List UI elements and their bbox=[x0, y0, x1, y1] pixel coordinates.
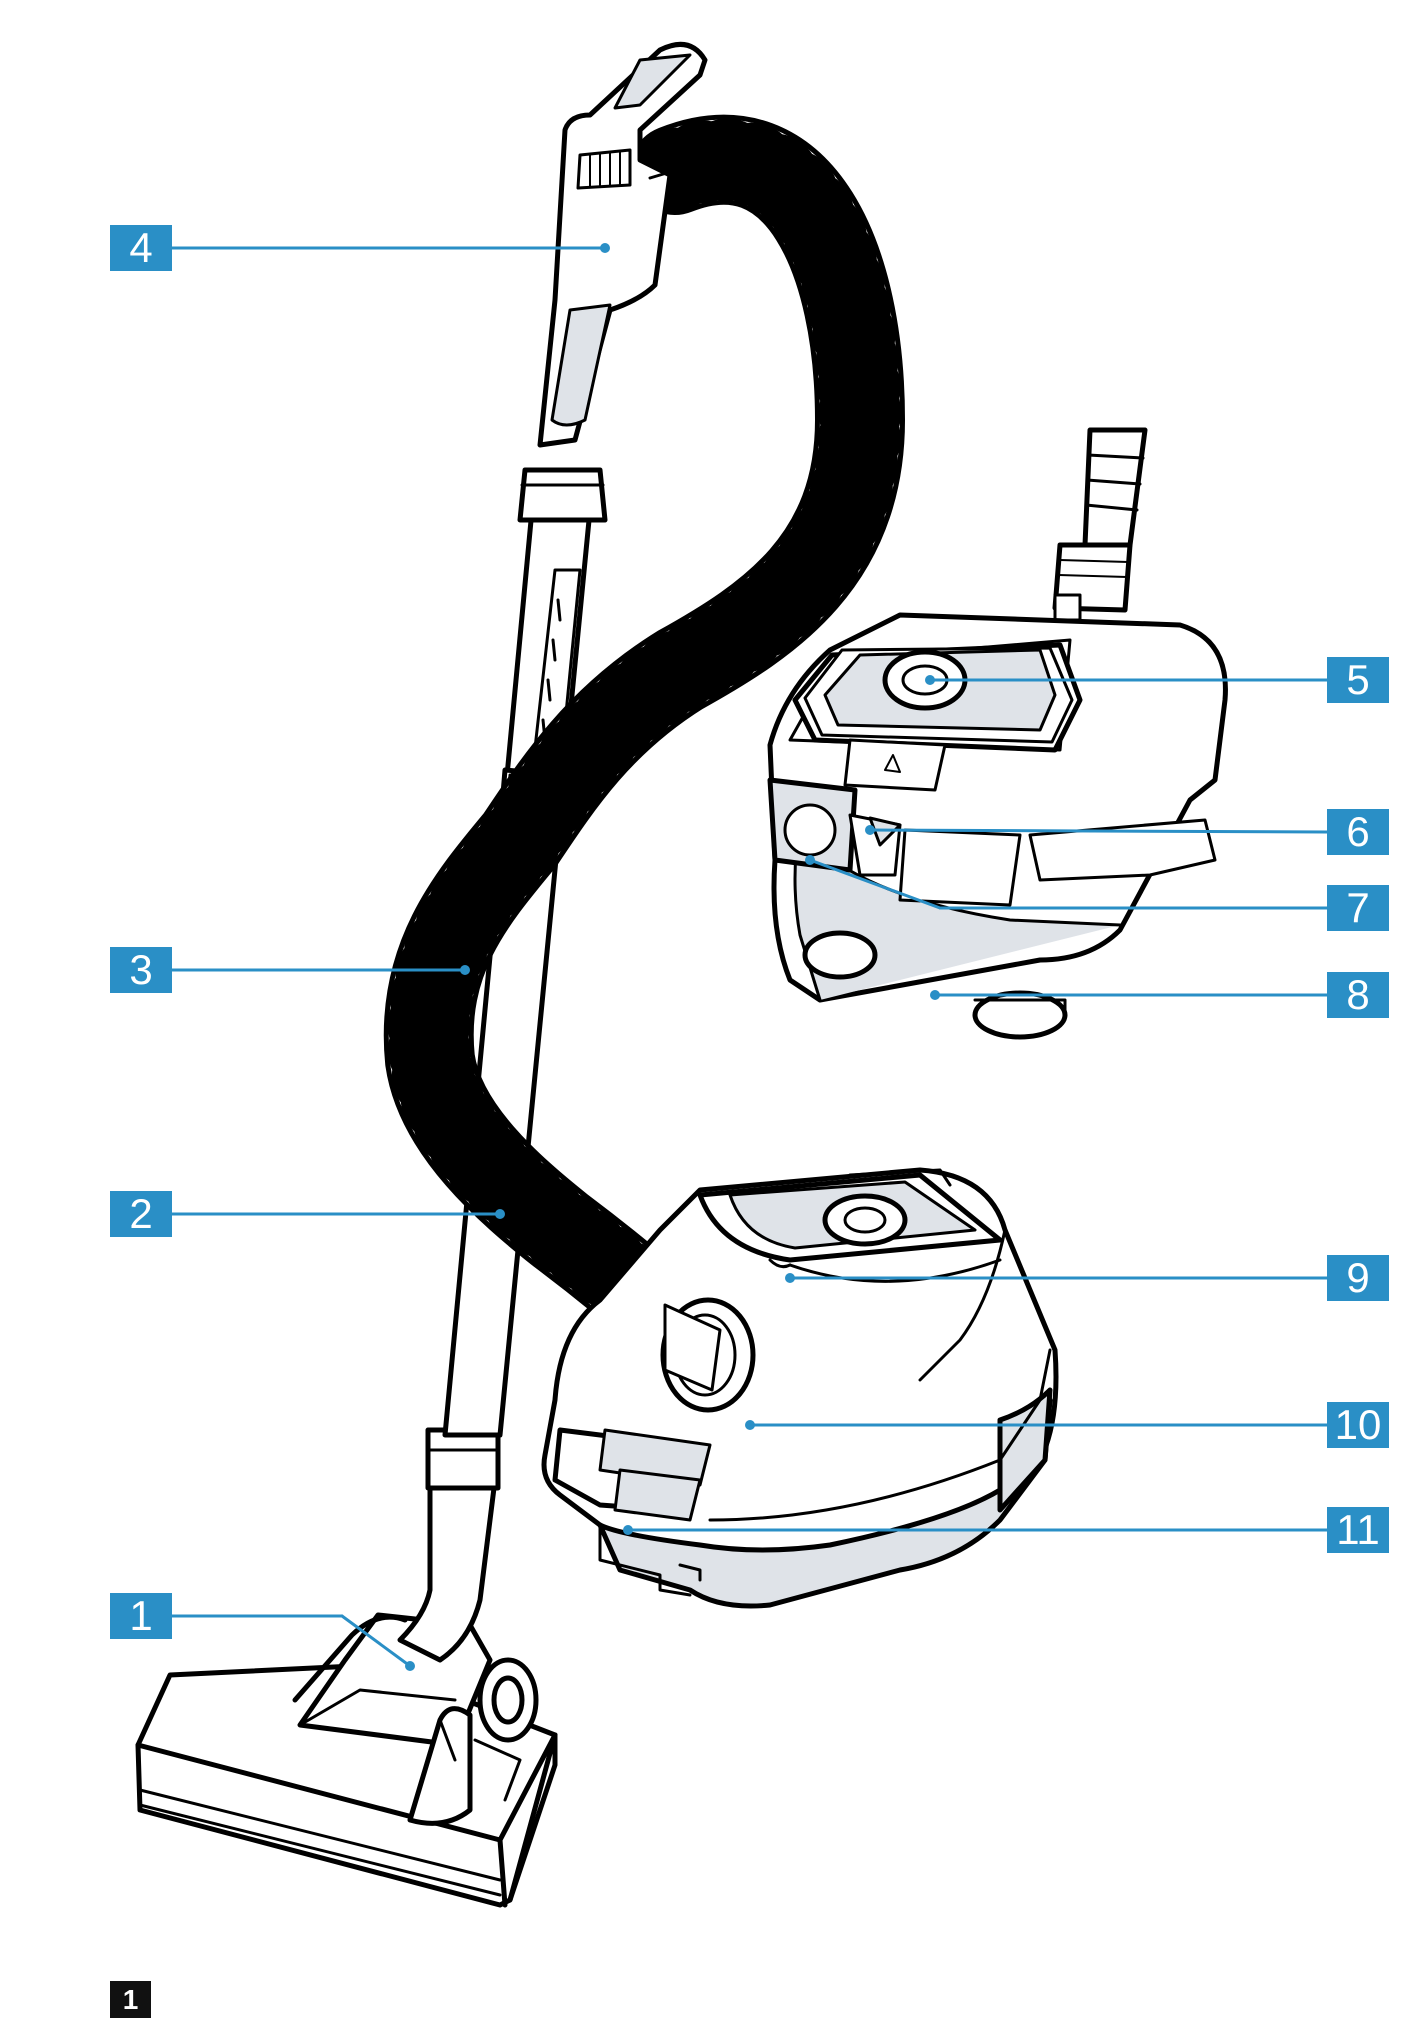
leader-dot-9 bbox=[785, 1273, 795, 1283]
leader-line-1b bbox=[340, 1614, 412, 1668]
callout-2: 2 bbox=[110, 1191, 172, 1237]
leader-dot-7 bbox=[805, 855, 815, 865]
leader-dot-3 bbox=[460, 965, 470, 975]
figure-number-badge: 1 bbox=[110, 1981, 151, 2018]
leader-dot-11 bbox=[623, 1525, 633, 1535]
callout-6: 6 bbox=[1327, 809, 1389, 855]
leader-dot-4 bbox=[600, 243, 610, 253]
callout-7: 7 bbox=[1327, 885, 1389, 931]
callout-1: 1 bbox=[110, 1593, 172, 1639]
callout-10: 10 bbox=[1327, 1402, 1389, 1448]
floor-nozzle bbox=[135, 1612, 558, 1908]
hose bbox=[383, 114, 905, 1405]
leader-dot-6 bbox=[865, 825, 875, 835]
leader-lines bbox=[170, 243, 1329, 1671]
handle bbox=[537, 41, 708, 448]
callout-5: 5 bbox=[1327, 657, 1389, 703]
callout-3: 3 bbox=[110, 947, 172, 993]
leader-line-6 bbox=[868, 828, 1329, 834]
callout-8: 8 bbox=[1327, 972, 1389, 1018]
callout-11: 11 bbox=[1327, 1507, 1389, 1553]
callout-4: 4 bbox=[110, 225, 172, 271]
leader-dot-10 bbox=[745, 1420, 755, 1430]
callout-9: 9 bbox=[1327, 1255, 1389, 1301]
leader-dot-8 bbox=[930, 990, 940, 1000]
vacuum-body-rear bbox=[698, 427, 1228, 1040]
leader-dot-1 bbox=[405, 1661, 415, 1671]
leader-dot-5 bbox=[925, 675, 935, 685]
leader-dot-2 bbox=[495, 1209, 505, 1219]
lower-tube bbox=[397, 1427, 501, 1663]
leader-line-7 bbox=[808, 858, 942, 910]
